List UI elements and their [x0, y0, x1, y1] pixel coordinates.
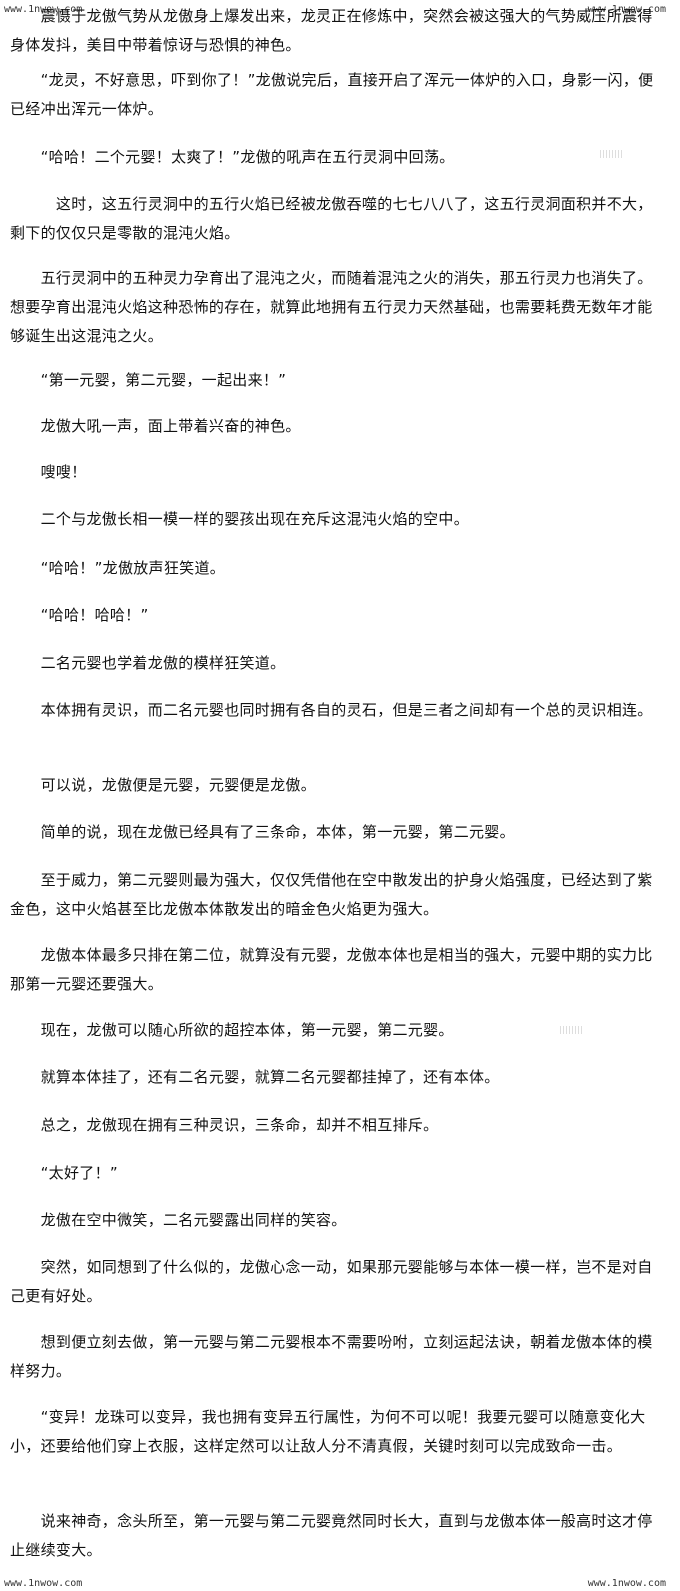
paragraph-13: 本体拥有灵识，而二名元婴也同时拥有各自的灵石，但是三者之间却有一个总的灵识相连。	[10, 701, 653, 719]
scan-noise-mark	[560, 1026, 582, 1034]
scan-noise-mark	[600, 150, 622, 158]
paragraph-25: “变异！龙珠可以变异，我也拥有变异五行属性，为何不可以呢！我要元婴可以随意变化大…	[10, 1408, 646, 1455]
paragraph-10: “哈哈！”龙傲放声狂笑道。	[10, 559, 226, 577]
paragraph-11: “哈哈！哈哈！”	[10, 606, 149, 624]
paragraph-19: 就算本体挂了，还有二名元婴，就算二名元婴都挂掉了，还有本体。	[10, 1068, 500, 1086]
watermark-bottom-left: www.1nwow.com	[4, 1578, 83, 1589]
paragraph-5: 五行灵洞中的五种灵力孕育出了混沌之火，而随着混沌之火的消失，那五行灵力也消失了。…	[10, 269, 653, 345]
paragraph-2: “龙灵，不好意思，吓到你了！”龙傲说完后，直接开启了浑元一体炉的入口，身影一闪，…	[10, 71, 654, 118]
paragraph-16: 至于威力，第二元婴则最为强大，仅仅凭借他在空中散发出的护身火焰强度，已经达到了紫…	[10, 871, 653, 918]
paragraph-4: 这时，这五行灵洞中的五行火焰已经被龙傲吞噬的七七八八了，这五行灵洞面积并不大，剩…	[10, 195, 653, 242]
paragraph-6: “第一元婴，第二元婴，一起出来！”	[10, 371, 287, 389]
paragraph-21: “太好了！”	[10, 1164, 118, 1182]
paragraph-15: 简单的说，现在龙傲已经具有了三条命，本体，第一元婴，第二元婴。	[10, 823, 515, 841]
paragraph-24: 想到便立刻去做，第一元婴与第二元婴根本不需要吩咐，立刻运起法诀，朝着龙傲本体的模…	[10, 1333, 653, 1380]
paragraph-23: 突然，如同想到了什么似的，龙傲心念一动，如果那元婴能够与本体一模一样，岂不是对自…	[10, 1258, 653, 1305]
paragraph-12: 二名元婴也学着龙傲的模样狂笑道。	[10, 654, 286, 672]
paragraph-20: 总之，龙傲现在拥有三种灵识，三条命，却并不相互排斥。	[10, 1116, 439, 1134]
paragraph-1: 震慑于龙傲气势从龙傲身上爆发出来，龙灵正在修炼中，突然会被这强大的气势威压所震得…	[10, 7, 653, 54]
watermark-top-left: www.1nwow.com	[4, 4, 83, 15]
paragraph-9: 二个与龙傲长相一模一样的婴孩出现在充斥这混沌火焰的空中。	[10, 510, 470, 528]
paragraph-18: 现在，龙傲可以随心所欲的超控本体，第一元婴，第二元婴。	[10, 1021, 454, 1039]
paragraph-26: 说来神奇，念头所至，第一元婴与第二元婴竟然同时长大，直到与龙傲本体一般高时这才停…	[10, 1512, 653, 1559]
paragraph-17: 龙傲本体最多只排在第二位，就算没有元婴，龙傲本体也是相当的强大，元婴中期的实力比…	[10, 946, 653, 993]
paragraph-14: 可以说，龙傲便是元婴，元婴便是龙傲。	[10, 776, 317, 794]
paragraph-7: 龙傲大吼一声，面上带着兴奋的神色。	[10, 417, 301, 435]
paragraph-22: 龙傲在空中微笑，二名元婴露出同样的笑容。	[10, 1211, 347, 1229]
watermark-top-right: www.1nwow.com	[587, 4, 666, 15]
paragraph-3: “哈哈！二个元婴！太爽了！”龙傲的吼声在五行灵洞中回荡。	[10, 148, 455, 166]
watermark-bottom-right: www.1nwow.com	[587, 1578, 666, 1589]
paragraph-8: 嗖嗖！	[10, 463, 87, 481]
